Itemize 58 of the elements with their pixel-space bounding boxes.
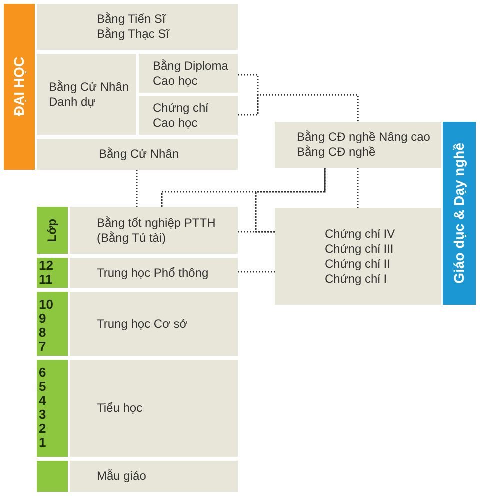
category-band [443, 122, 476, 305]
level-label: Bằng CĐ nghề Nâng cao [297, 130, 430, 145]
grade-cell [37, 461, 68, 492]
level-label: Tiểu học [97, 401, 143, 416]
level-box [70, 207, 238, 254]
level-box [275, 208, 441, 305]
grade-number: 5 [39, 380, 46, 394]
level-box [37, 54, 136, 135]
grade-number: 7 [39, 340, 46, 354]
level-label: Mẫu giáo [97, 469, 146, 484]
grade-number: 12 [39, 259, 54, 273]
level-box [275, 122, 441, 168]
dotted-connector [238, 231, 275, 233]
dotted-connector [238, 271, 275, 273]
level-box [70, 461, 238, 492]
grade-number: 1 [39, 436, 46, 450]
band-label: Lớp [45, 218, 60, 242]
grade-number: 6 [39, 366, 46, 380]
level-label: Bằng Tiến Sĩ [97, 12, 166, 27]
level-label: Chứng chỉ IV [325, 226, 396, 242]
level-box [37, 139, 238, 170]
grade-number: 2 [39, 422, 46, 436]
grade-number: 9 [39, 312, 46, 326]
grade-number: 3 [39, 408, 46, 422]
grade-number: 10 [39, 298, 54, 312]
level-box [139, 96, 238, 135]
grade-number: 11 [39, 273, 53, 287]
level-label: Trung học Cơ sở [97, 316, 188, 332]
grade-number: 8 [39, 326, 46, 340]
level-label: Bằng tốt nghiệp PTTH (Bằng Tú tài) [97, 216, 217, 246]
level-label: Bằng Cử Nhân [99, 147, 180, 162]
level-label: Bằng Diploma Cao học [153, 58, 230, 88]
dotted-connector [357, 168, 359, 208]
band-label: Giáo dục & Dạy nghề [452, 143, 467, 284]
dotted-connector [136, 170, 138, 207]
dotted-connector [255, 168, 326, 233]
level-box [70, 292, 238, 356]
grade-cell [37, 292, 68, 356]
grade-cell [37, 207, 68, 254]
level-box [37, 4, 238, 50]
grade-number: 4 [39, 394, 46, 408]
grade-cell [37, 258, 68, 288]
dotted-connector [238, 94, 359, 122]
level-label: Bằng CĐ nghề [297, 145, 376, 160]
level-label: Chứng chỉ I [325, 272, 388, 286]
level-label: Chứng chỉ II [325, 256, 390, 272]
level-label: Chứng chỉ III [325, 242, 394, 256]
grade-cell [37, 360, 68, 457]
level-box [70, 360, 238, 457]
category-band [4, 4, 35, 170]
level-label: Trung học Phổ thông [97, 266, 209, 280]
level-label: Bằng Thạc Sĩ [97, 27, 170, 42]
level-label: Bằng Cử Nhân Danh dự [49, 80, 130, 110]
level-label: Chứng chỉ Cao học [153, 100, 210, 130]
dotted-connector [161, 168, 326, 207]
level-box [139, 54, 238, 93]
level-box [70, 258, 238, 288]
band-label: ĐẠI HỌC [12, 57, 27, 117]
